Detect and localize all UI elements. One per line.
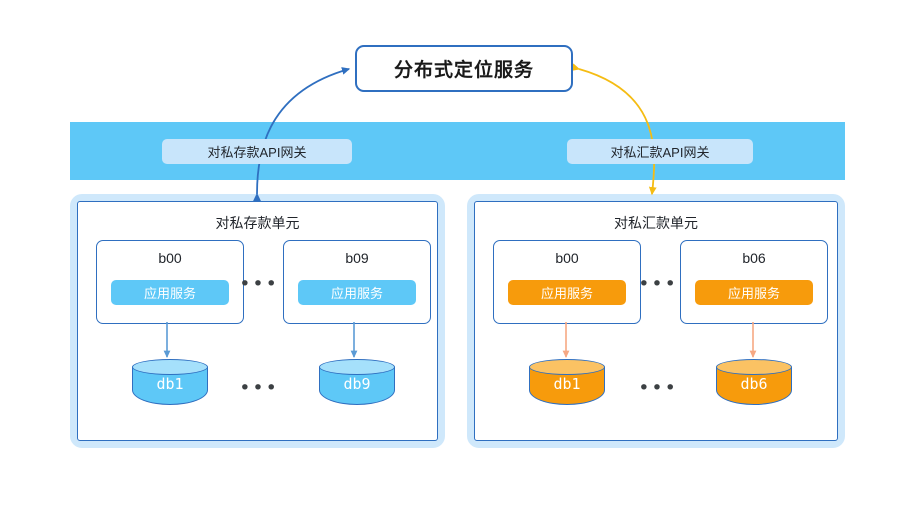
cell-name-right-b00: b00 (555, 250, 579, 266)
database-right-db1[interactable]: db1 (529, 359, 605, 405)
unit-deposit-inner: 对私存款单元 b00 应用服务 ••• b09 应用服务 db1 ••• (77, 201, 438, 441)
unit-deposit-title: 对私存款单元 (215, 215, 300, 231)
service-pill-right-b06-label: 应用服务 (727, 286, 780, 301)
service-pill-right-b06[interactable]: 应用服务 (695, 280, 813, 305)
database-left-db9[interactable]: db9 (319, 359, 395, 405)
database-right-db6-body (716, 367, 792, 405)
database-left-db9-top (319, 359, 395, 375)
gateway-deposit[interactable]: 对私存款API网关 (162, 139, 352, 164)
distributed-locator-node[interactable]: 分布式定位服务 (355, 45, 573, 92)
service-pill-right-b00[interactable]: 应用服务 (508, 280, 626, 305)
service-pill-left-b00[interactable]: 应用服务 (111, 280, 229, 305)
database-left-db1[interactable]: db1 (132, 359, 208, 405)
cells-ellipsis-right: ••• (638, 273, 678, 295)
unit-remittance-inner: 对私汇款单元 b00 应用服务 ••• b06 应用服务 db1 ••• (474, 201, 838, 441)
gateway-remittance-label: 对私汇款API网关 (610, 145, 710, 160)
unit-remittance-title: 对私汇款单元 (614, 215, 698, 231)
service-pill-right-b00-label: 应用服务 (540, 286, 593, 301)
cell-name-right-b06: b06 (742, 250, 766, 266)
database-left-db9-body (319, 367, 395, 405)
cell-box-left-b09[interactable]: b09 应用服务 (283, 240, 431, 324)
database-right-db6[interactable]: db6 (716, 359, 792, 405)
databases-ellipsis-left: ••• (239, 377, 279, 399)
cell-name-left-b09: b09 (345, 250, 369, 266)
service-pill-left-b09[interactable]: 应用服务 (298, 280, 416, 305)
database-right-db1-top (529, 359, 605, 375)
cell-box-right-b06[interactable]: b06 应用服务 (680, 240, 828, 324)
database-left-db9-label: db9 (343, 375, 371, 393)
cells-ellipsis-left: ••• (239, 273, 279, 295)
gateway-deposit-label: 对私存款API网关 (207, 145, 307, 160)
cell-box-left-b00[interactable]: b00 应用服务 (96, 240, 244, 324)
database-right-db6-label: db6 (740, 375, 768, 393)
database-left-db1-top (132, 359, 208, 375)
cell-name-left-b00: b00 (158, 250, 182, 266)
gateway-remittance[interactable]: 对私汇款API网关 (567, 139, 753, 164)
unit-remittance: 对私汇款单元 b00 应用服务 ••• b06 应用服务 db1 ••• (467, 194, 845, 448)
unit-deposit: 对私存款单元 b00 应用服务 ••• b09 应用服务 db1 ••• (70, 194, 445, 448)
service-pill-left-b09-label: 应用服务 (330, 286, 383, 301)
database-right-db1-label: db1 (553, 375, 581, 393)
service-pill-left-b00-label: 应用服务 (143, 286, 196, 301)
databases-ellipsis-right: ••• (638, 377, 678, 399)
database-left-db1-label: db1 (156, 375, 184, 393)
cell-box-right-b00[interactable]: b00 应用服务 (493, 240, 641, 324)
database-right-db6-top (716, 359, 792, 375)
distributed-locator-label: 分布式定位服务 (393, 60, 534, 81)
